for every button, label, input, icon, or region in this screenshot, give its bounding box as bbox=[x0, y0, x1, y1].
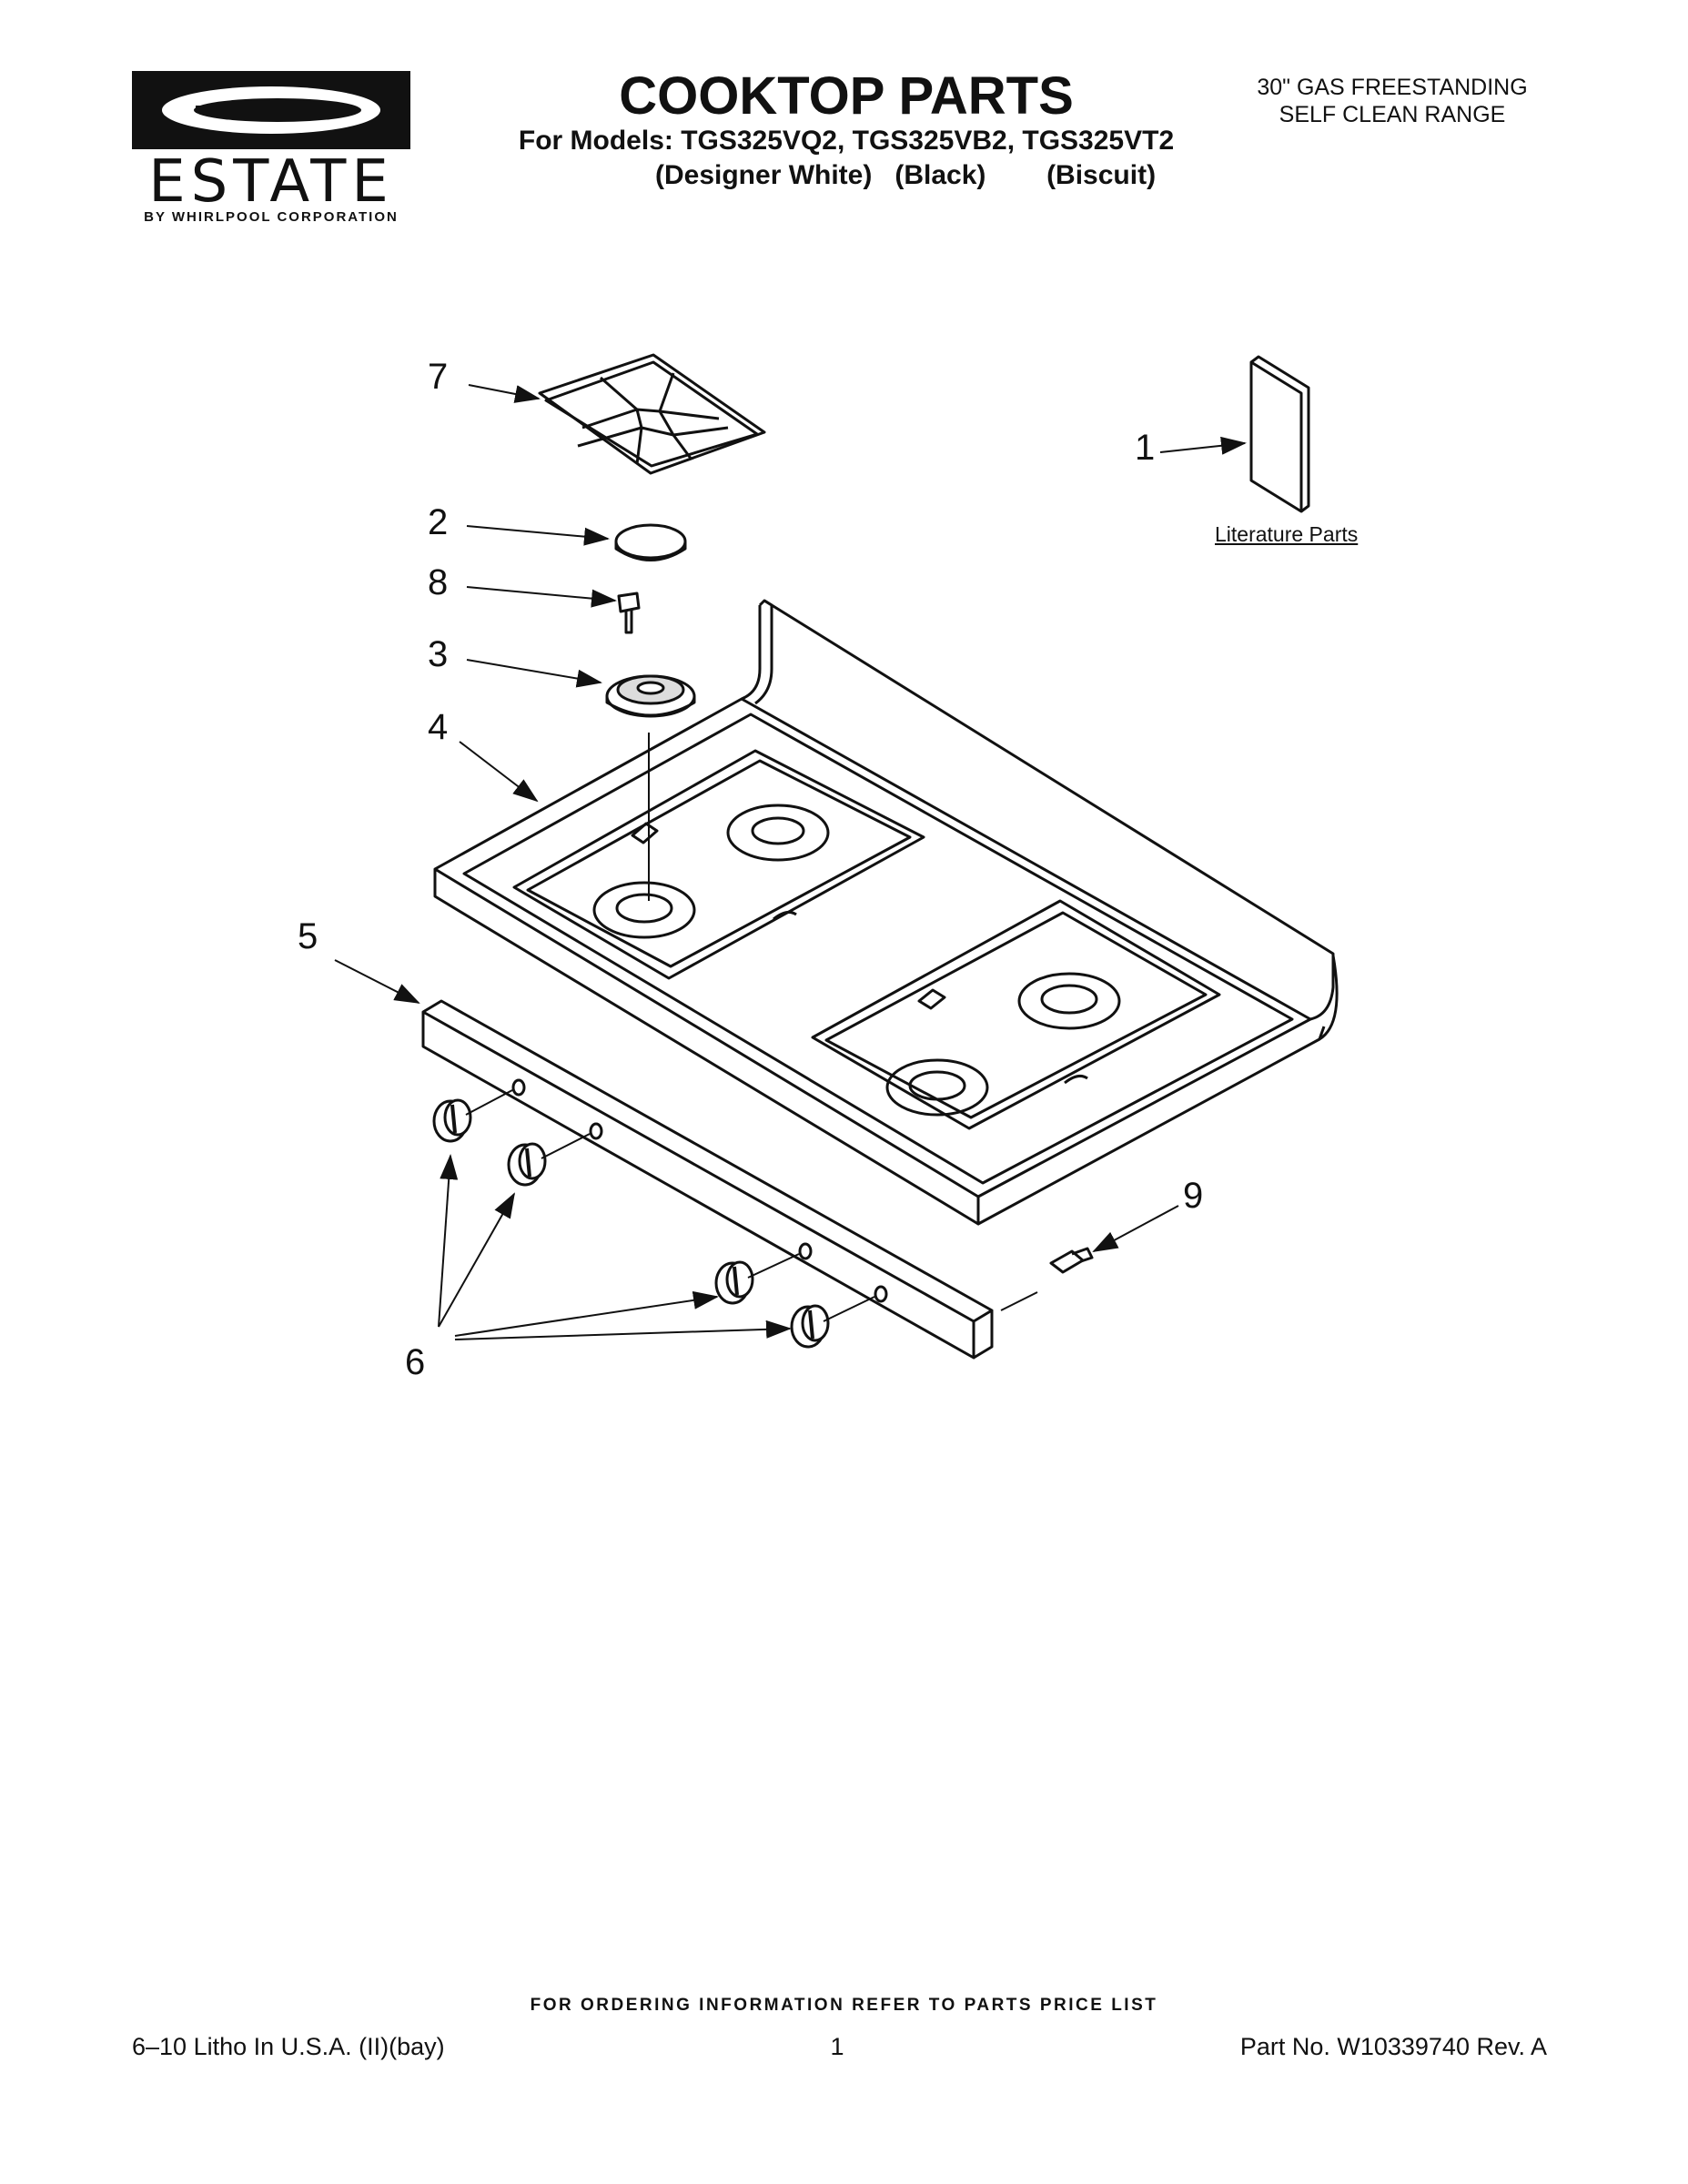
callout-6: 6 bbox=[405, 1342, 426, 1382]
callout-3: 3 bbox=[428, 634, 449, 674]
ordering-note: FOR ORDERING INFORMATION REFER TO PARTS … bbox=[530, 1996, 1158, 2015]
litho-info: 6–10 Litho In U.S.A. (II)(bay) bbox=[132, 2033, 445, 2060]
product-line-1: 30" GAS FREESTANDING bbox=[1257, 75, 1528, 100]
model-list: For Models: TGS325VQ2, TGS325VB2, TGS325… bbox=[518, 126, 1175, 156]
literature-part bbox=[1249, 355, 1310, 513]
end-cap-screw bbox=[1049, 1247, 1094, 1274]
callout-1: 1 bbox=[1135, 428, 1156, 468]
control-panel-strip bbox=[421, 999, 994, 1360]
page-number: 1 bbox=[830, 2033, 844, 2060]
cooktop-main-top bbox=[433, 599, 1339, 1226]
part-number: Part No. W10339740 Rev. A bbox=[1239, 2033, 1547, 2060]
page-title: COOKTOP PARTS bbox=[619, 66, 1074, 126]
product-line-2: SELF CLEAN RANGE bbox=[1279, 102, 1506, 127]
knob-4 bbox=[790, 1304, 830, 1349]
knob-1 bbox=[432, 1098, 472, 1143]
burner-screw bbox=[617, 592, 641, 634]
control-knobs bbox=[432, 1089, 875, 1349]
model-colors: (Designer White) (Black) (Biscuit) bbox=[655, 160, 1157, 190]
callout-2: 2 bbox=[428, 502, 449, 542]
brand-wordmark: ESTATE bbox=[148, 148, 394, 216]
burner-cap bbox=[614, 523, 687, 561]
literature-parts-label: Literature Parts bbox=[1215, 522, 1359, 546]
burner-grate bbox=[538, 353, 766, 475]
callout-4: 4 bbox=[428, 707, 449, 747]
burner-base bbox=[605, 674, 696, 718]
brand-subtitle: BY WHIRLPOOL CORPORATION bbox=[144, 209, 399, 225]
knob-2 bbox=[507, 1142, 547, 1187]
callout-7: 7 bbox=[428, 357, 449, 397]
callout-8: 8 bbox=[428, 562, 449, 602]
callout-9: 9 bbox=[1183, 1176, 1204, 1216]
callout-5: 5 bbox=[298, 916, 318, 956]
knob-3 bbox=[714, 1260, 754, 1305]
estate-logo bbox=[132, 71, 410, 149]
